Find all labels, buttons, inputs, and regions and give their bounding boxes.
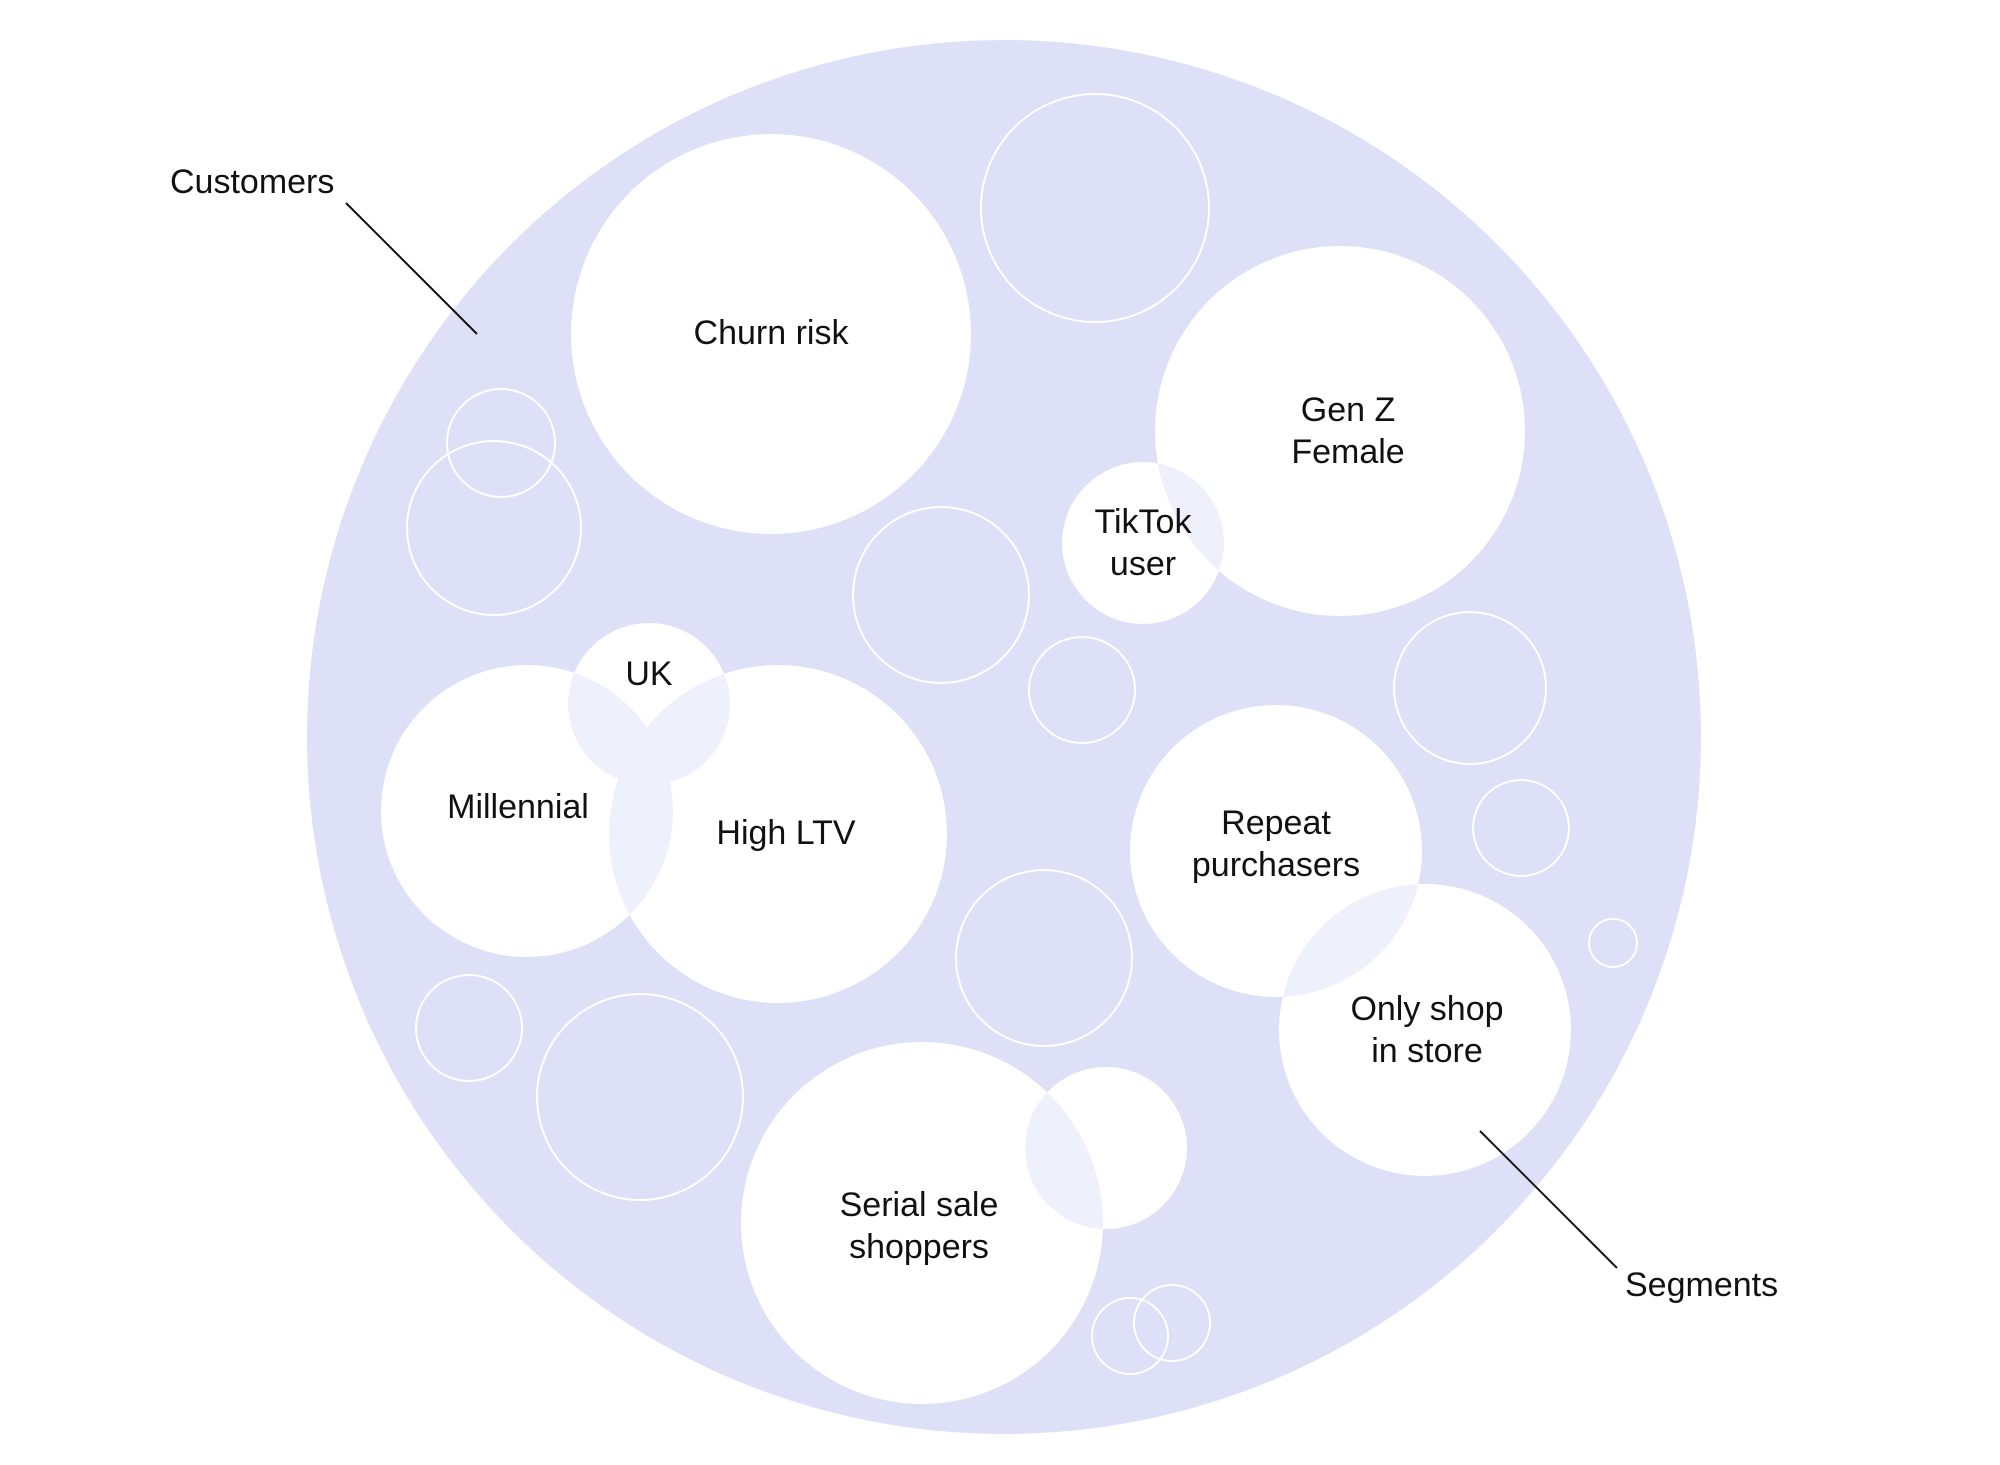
callout-leader-lines bbox=[345, 202, 1618, 1269]
segment-gen-z-female bbox=[1155, 246, 1525, 616]
outline-circle bbox=[536, 993, 744, 1201]
uk-label: UK bbox=[625, 655, 673, 693]
outline-circle bbox=[1028, 636, 1136, 744]
outline-circle bbox=[1133, 1284, 1211, 1362]
unlabeled-segment-outlines bbox=[406, 93, 1638, 1375]
outline-circle bbox=[406, 440, 582, 616]
outline-circle bbox=[415, 974, 523, 1082]
outline-circle bbox=[955, 869, 1133, 1047]
millennial-label: Millennial bbox=[447, 788, 589, 826]
segment-serial-sale-shoppers bbox=[741, 1042, 1103, 1404]
outline-circle bbox=[852, 506, 1030, 684]
outline-circle bbox=[446, 388, 556, 498]
high-ltv-label: High LTV bbox=[716, 814, 856, 852]
customers-leader-line bbox=[345, 202, 478, 335]
outline-circle bbox=[1091, 1297, 1169, 1375]
customers-callout-label: Customers bbox=[170, 163, 334, 201]
churn-risk-label: Churn risk bbox=[694, 314, 850, 352]
outline-circle bbox=[980, 93, 1210, 323]
overlap-repeat-in-store bbox=[1279, 884, 1422, 997]
outline-circle bbox=[1393, 611, 1547, 765]
outline-circle bbox=[1472, 779, 1570, 877]
segments-callout-label: Segments bbox=[1625, 1266, 1778, 1304]
outline-circle bbox=[1588, 918, 1638, 968]
segment-churn-risk bbox=[571, 134, 971, 534]
segments-leader-line bbox=[1479, 1130, 1618, 1269]
